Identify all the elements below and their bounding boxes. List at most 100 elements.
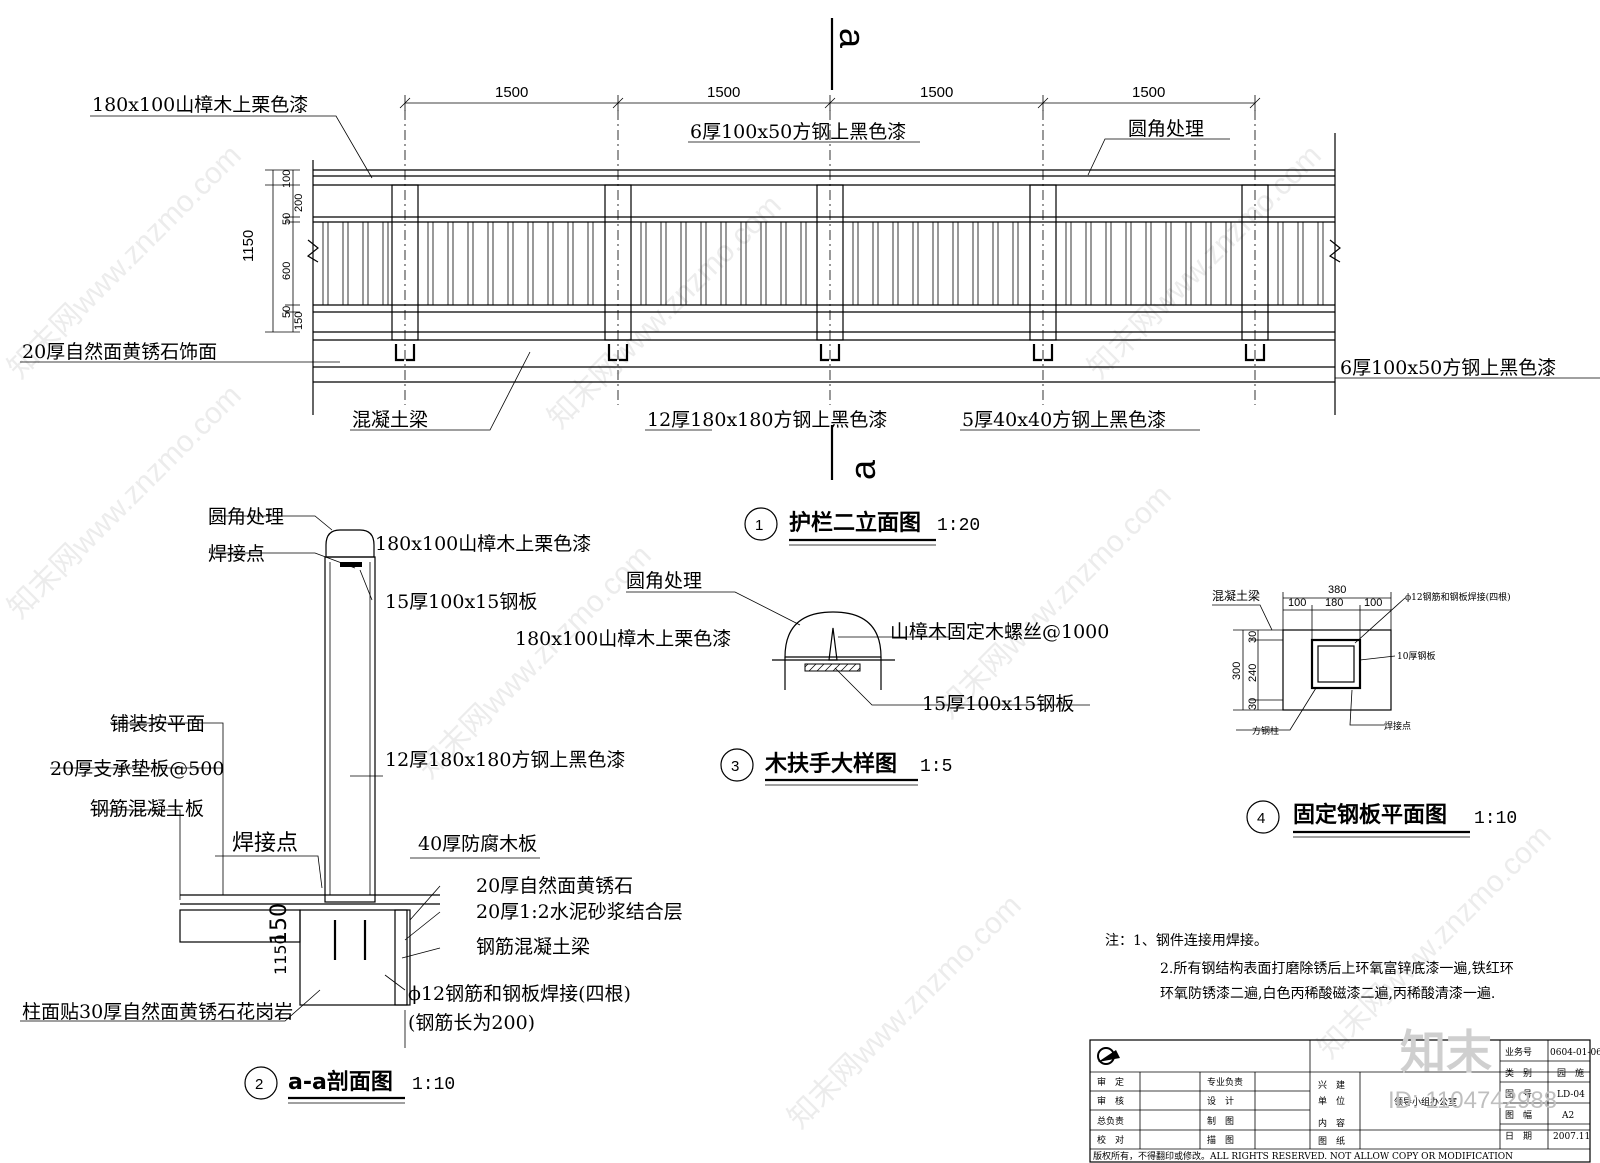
vdim-1150: 1150 xyxy=(240,230,257,262)
section-cut-marker: a a xyxy=(830,18,883,480)
plan-label-rebar: ϕ12钢筋和钢板焊接(四根) xyxy=(1405,591,1511,603)
title-2-scale: 1:10 xyxy=(412,1075,455,1095)
tb-rk-2: 图 号 xyxy=(1505,1089,1532,1100)
tb-rk-3: 图 幅 xyxy=(1505,1109,1532,1121)
sec-label-weld2: 焊接点 xyxy=(232,831,298,856)
hr-label-round: 圆角处理 xyxy=(626,570,702,592)
tb-rk-4: 日 期 xyxy=(1505,1131,1532,1142)
plan-dim-100a: 100 xyxy=(1288,597,1306,609)
sec-label-pave: 铺装按平面 xyxy=(110,713,205,735)
handrail-detail: 圆角处理 180x100山樟木上栗色漆 山樟木固定木螺丝@1000 15厚100… xyxy=(515,570,1109,786)
section-a-a: 圆角处理 180x100山樟木上栗色漆 焊接点 15厚100x15钢板 铺装按平… xyxy=(20,506,683,1104)
tb-drawing-b: 内 容 xyxy=(1318,1117,1345,1129)
plan-label-column: 方钢柱 xyxy=(1252,725,1279,737)
watermark-text: 知末网www.znzmo.com xyxy=(782,889,1028,1135)
vdim-50b: 50 xyxy=(281,306,293,318)
title-3-scale: 1:5 xyxy=(920,757,952,777)
title-1-scale: 1:20 xyxy=(937,516,980,536)
sec-label-plate: 15厚100x15钢板 xyxy=(385,591,537,613)
vdim-150: 150 xyxy=(293,312,305,330)
plan-dim-180: 180 xyxy=(1325,597,1343,609)
tb-rv-3: A2 xyxy=(1561,1111,1574,1121)
sec-label-rebar: ϕ12钢筋和钢板焊接(四根) xyxy=(408,983,631,1005)
title-2-number: 2 xyxy=(255,1076,263,1093)
note-2: 2.所有钢结构表面打磨除锈后上环氧富锌底漆一遍,铁红环 xyxy=(1160,960,1514,977)
title-2: a-a剖面图 xyxy=(288,1069,393,1095)
sec-label-slab: 钢筋混凝土板 xyxy=(90,798,204,820)
dim-bay-4: 1500 xyxy=(1132,84,1165,101)
notes: 注：1、钢件连接用焊接。 2.所有钢结构表面打磨除锈后上环氧富锌底漆一遍,铁红环… xyxy=(1105,932,1514,1002)
title-3: 木扶手大样图 xyxy=(764,751,897,777)
hr-label-wood: 180x100山樟木上栗色漆 xyxy=(515,628,731,650)
id-watermark: ID: 1104742988 xyxy=(1388,1087,1557,1114)
tb-r3-k2: 制 图 xyxy=(1207,1115,1234,1127)
vdim-600: 600 xyxy=(281,262,293,280)
sec-label-mortar: 20厚1:2水泥砂浆结合层 xyxy=(476,901,683,923)
tb-rv-2: LD-04 xyxy=(1557,1090,1585,1100)
dim-bay-2: 1500 xyxy=(707,84,740,101)
sec-label-column: 柱面贴30厚自然面黄锈石花岗岩 xyxy=(22,1001,293,1023)
sec-label-rcbeam: 钢筋混凝土梁 xyxy=(476,936,590,958)
tb-r3-k1: 总负责 xyxy=(1097,1115,1124,1127)
tb-client-b: 单 位 xyxy=(1318,1095,1345,1107)
note-3: 环氧防锈漆二遍,白色丙稀酸磁漆二遍,丙稀酸清漆一遍. xyxy=(1160,985,1495,1002)
tb-rk-0: 业务号 xyxy=(1505,1046,1532,1058)
brand-watermark: 知末 xyxy=(1400,1025,1492,1079)
label-steel-top: 6厚100x50方钢上黑色漆 xyxy=(690,121,906,143)
sec-dim-1150: 1150 xyxy=(271,934,290,975)
vdim-100: 100 xyxy=(281,170,293,188)
plan-label-weld: 焊接点 xyxy=(1384,720,1411,732)
plan-dim-300: 300 xyxy=(1231,662,1243,680)
title-1-number: 1 xyxy=(755,517,763,534)
tb-r4-k1: 校 对 xyxy=(1097,1134,1124,1146)
label-steel-right: 6厚100x50方钢上黑色漆 xyxy=(1340,357,1556,379)
plan-dim-30a: 30 xyxy=(1247,631,1259,643)
vdim-50: 50 xyxy=(281,213,293,225)
section-mark-bottom: a xyxy=(842,459,883,480)
sec-label-post: 12厚180x180方钢上黑色漆 xyxy=(385,749,625,771)
sec-label-stone: 20厚自然面黄锈石 xyxy=(476,875,633,897)
tb-r4-k2: 描 图 xyxy=(1207,1134,1234,1146)
plan-dim-30b: 30 xyxy=(1247,698,1259,710)
plan-dim-240: 240 xyxy=(1247,664,1259,682)
sec-label-round: 圆角处理 xyxy=(208,506,284,528)
tb-client-name: 领导小组办公室 xyxy=(1394,1096,1457,1108)
label-round-corner: 圆角处理 xyxy=(1128,118,1204,140)
title-3-number: 3 xyxy=(731,758,739,775)
sec-label-rebar-len: (钢筋长为200) xyxy=(408,1012,535,1034)
sec-label-weld1: 焊接点 xyxy=(208,543,265,565)
tb-copyright: 版权所有，不得翻印或修改。ALL RIGHTS RESERVED. NOT AL… xyxy=(1093,1150,1513,1162)
note-1: 注：1、钢件连接用焊接。 xyxy=(1105,932,1268,949)
tb-rv-1: 园 施 xyxy=(1557,1067,1584,1079)
tb-drawing-a: 图 纸 xyxy=(1318,1135,1345,1147)
sec-label-wood: 180x100山樟木上栗色漆 xyxy=(375,533,591,555)
vdim-200: 200 xyxy=(293,194,305,212)
tb-rv-0: 0604-01-06 xyxy=(1550,1048,1600,1058)
title-4: 固定钢板平面图 xyxy=(1293,802,1447,828)
plan-dim-380: 380 xyxy=(1328,584,1346,596)
section-mark-top: a xyxy=(832,28,873,49)
label-top-wood: 180x100山樟木上栗色漆 xyxy=(92,94,308,116)
tb-client-a: 兴 建 xyxy=(1318,1079,1345,1091)
plan-label-concrete: 混凝土梁 xyxy=(1212,588,1260,603)
sec-dim-150: 150 xyxy=(267,903,292,945)
tb-r2-k1: 审 核 xyxy=(1097,1095,1124,1107)
hr-label-screw: 山樟木固定木螺丝@1000 xyxy=(890,621,1109,643)
label-post: 12厚180x180方钢上黑色漆 xyxy=(647,409,887,431)
plate-plan: 380 100 180 100 300 30 240 30 混凝土梁 ϕ12钢筋… xyxy=(1212,584,1517,838)
hr-label-plate: 15厚100x15钢板 xyxy=(922,693,1074,715)
tb-r2-k2: 设 计 xyxy=(1207,1095,1234,1107)
sec-label-deck: 40厚防腐木板 xyxy=(418,833,537,855)
steel-plate xyxy=(340,562,362,567)
label-bar: 5厚40x40方钢上黑色漆 xyxy=(962,409,1166,431)
title-4-scale: 1:10 xyxy=(1474,809,1517,829)
label-concrete-beam: 混凝土梁 xyxy=(352,409,428,431)
tb-rv-4: 2007.11 xyxy=(1553,1132,1590,1142)
sec-label-pad: 20厚支承垫板@500 xyxy=(50,758,224,780)
title-4-number: 4 xyxy=(1257,810,1265,827)
plan-label-plate: 10厚钢板 xyxy=(1397,650,1435,662)
company-logo xyxy=(1097,1047,1120,1065)
dim-bay-3: 1500 xyxy=(920,84,953,101)
label-stone-face: 20厚自然面黄锈石饰面 xyxy=(22,341,217,363)
